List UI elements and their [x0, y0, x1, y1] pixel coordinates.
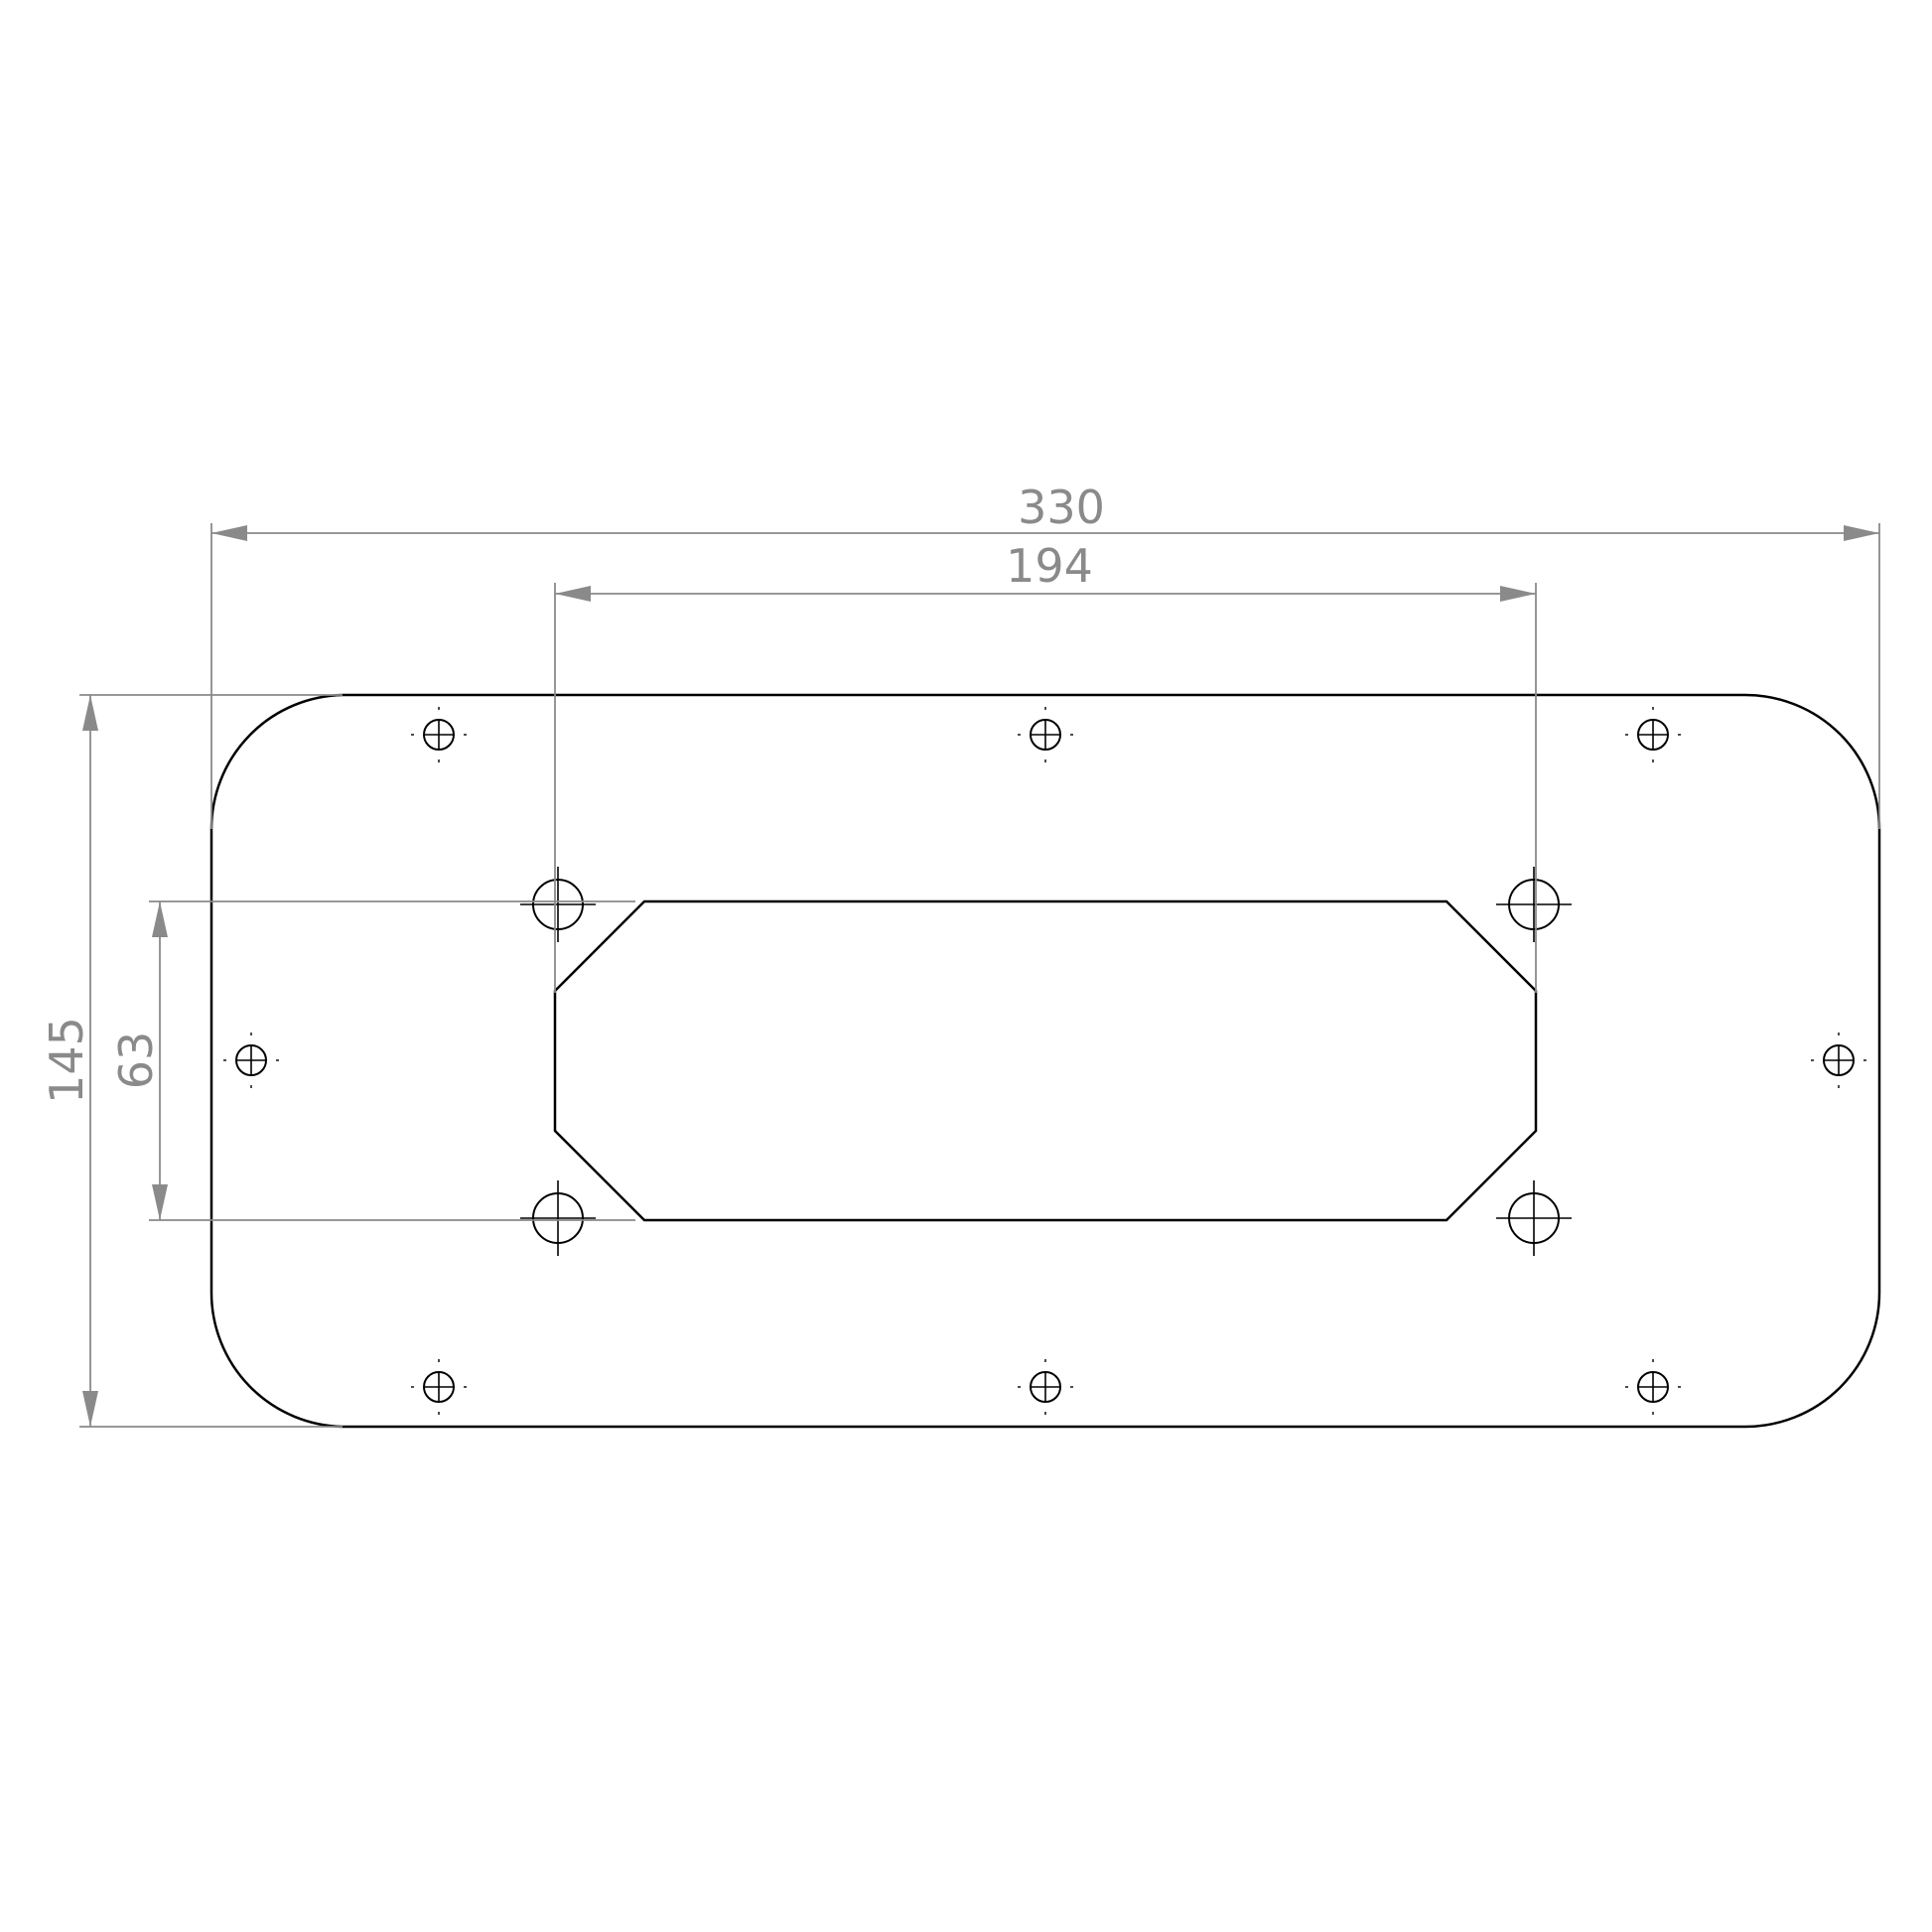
mounting-hole: [411, 1359, 467, 1415]
dimension-label-145: 145: [40, 1017, 93, 1104]
cutout-holes: [520, 867, 1572, 1256]
mounting-hole: [1811, 1033, 1866, 1088]
dimension-hole-height: 63: [109, 900, 635, 1221]
mounting-hole: [1018, 1359, 1073, 1415]
cutout-hole: [1496, 1180, 1572, 1256]
mounting-hole: [1018, 707, 1073, 762]
mounting-hole: [223, 1033, 279, 1088]
dimension-overall-width: 330: [210, 481, 1880, 829]
mounting-hole: [1625, 1359, 1681, 1415]
cutout-hole: [1496, 867, 1572, 942]
dimension-hole-spacing: 194: [554, 539, 1537, 993]
cutout-hole: [520, 867, 596, 942]
dimension-overall-height: 145: [40, 694, 343, 1428]
dimension-label-330: 330: [1018, 481, 1105, 534]
plate-outline: [209, 693, 1881, 1429]
dimension-label-63: 63: [109, 1032, 163, 1090]
cutout-hole: [520, 1180, 596, 1256]
small-mounting-holes: [223, 707, 1866, 1415]
mounting-hole: [1625, 707, 1681, 762]
mounting-hole: [411, 707, 467, 762]
octagonal-cutout: [553, 899, 1538, 1222]
dimension-label-194: 194: [1006, 539, 1093, 593]
